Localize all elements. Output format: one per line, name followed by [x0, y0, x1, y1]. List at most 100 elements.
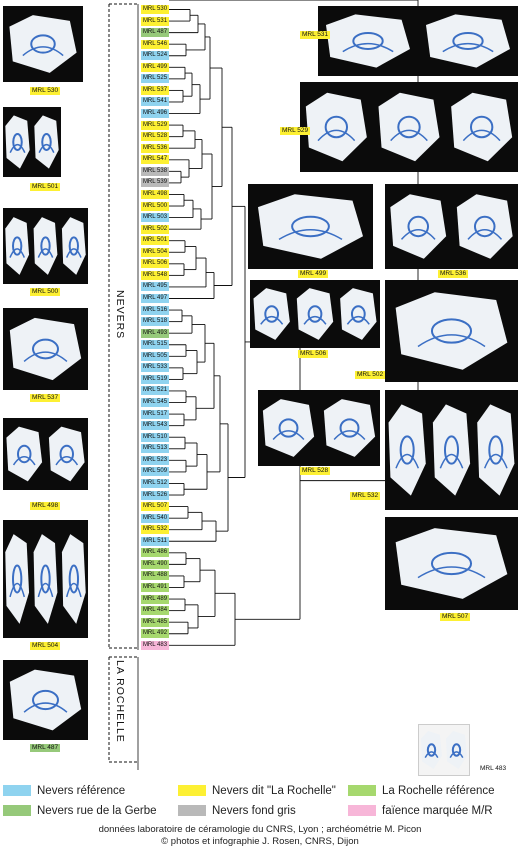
shard-decoration: [488, 435, 504, 465]
faience-shard-image: [5, 115, 59, 169]
photo-caption: MRL 507: [440, 613, 471, 621]
shard-decoration: [390, 129, 428, 142]
sample-label: MRL 524: [141, 51, 169, 61]
sample-label: MRL 512: [141, 478, 169, 488]
faience-shard-image: [421, 731, 467, 769]
shard-decoration: [65, 248, 82, 258]
shard-body: [33, 217, 58, 275]
shard-body: [9, 669, 82, 731]
sample-label: MRL 515: [141, 340, 169, 350]
photo-caption: MRL 504: [30, 642, 61, 650]
shard-decoration: [352, 32, 384, 50]
shard-decoration: [55, 455, 79, 466]
shard-decoration: [400, 228, 436, 240]
sample-label: MRL 529: [141, 120, 169, 130]
faience-shard-image: [326, 14, 510, 68]
sample-label: MRL 532: [141, 525, 169, 535]
shard-decoration: [12, 133, 23, 151]
sample-label: MRL 502: [141, 224, 169, 234]
sample-photo: [385, 390, 518, 510]
shard-decoration: [30, 34, 56, 54]
shard-decoration: [467, 228, 503, 240]
sample-photo: [3, 660, 88, 740]
faience-shard-image: [9, 15, 77, 73]
sample-label: MRL 513: [141, 444, 169, 454]
shard-decoration: [68, 236, 79, 256]
photo-caption: MRL 532: [350, 492, 381, 500]
shard-decoration: [272, 430, 305, 441]
sample-label: MRL 530: [141, 5, 169, 14]
faience-shard-image: [388, 404, 515, 496]
shard-body: [5, 534, 30, 624]
shard-decoration: [37, 248, 54, 258]
legend-swatch: [3, 805, 31, 817]
sample-label: MRL 540: [141, 513, 169, 523]
photo-caption: MRL 529: [280, 127, 311, 135]
sample-label: MRL 489: [141, 594, 169, 604]
photo-caption: MRL 530: [30, 87, 61, 95]
shard-decoration: [260, 315, 284, 325]
shard-decoration: [473, 215, 496, 238]
sample-label: MRL 543: [141, 421, 169, 431]
shard-body: [5, 217, 30, 275]
shard-decoration: [9, 582, 26, 598]
shard-decoration: [9, 143, 26, 153]
sample-label: MRL 536: [141, 143, 169, 153]
shard-decoration: [339, 418, 360, 438]
shard-decoration: [426, 743, 437, 757]
faience-shard-image: [9, 669, 82, 731]
sample-label: MRL 511: [141, 536, 169, 546]
faience-shard-image: [9, 317, 82, 381]
shard-decoration: [278, 418, 299, 438]
faience-shard-image: [395, 292, 508, 370]
sample-label: MRL 507: [141, 502, 169, 512]
legend-label: Nevers dit "La Rochelle": [212, 785, 336, 797]
faience-shard-image: [258, 194, 363, 259]
shard-decoration: [399, 435, 415, 465]
shard-decoration: [407, 215, 430, 238]
shard-body: [390, 194, 447, 259]
shard-decoration: [12, 564, 23, 594]
shard-decoration: [59, 444, 74, 464]
shard-decoration: [439, 453, 464, 469]
shard-body: [9, 317, 82, 381]
legend-item: La Rochelle référence: [348, 784, 495, 798]
legend-label: Nevers référence: [37, 785, 126, 797]
shard-decoration: [9, 248, 26, 258]
shard-decoration: [41, 133, 52, 151]
sample-label: MRL 526: [141, 490, 169, 500]
legend-swatch: [348, 785, 376, 797]
photo-caption: MRL 528: [300, 467, 331, 475]
shard-decoration: [12, 455, 36, 466]
sample-label: MRL 484: [141, 606, 169, 616]
sample-photo: [318, 6, 518, 76]
photo-caption: MRL 536: [438, 270, 469, 278]
shard-body: [446, 731, 467, 769]
photo-caption: MRL 531: [300, 31, 331, 39]
sample-label: MRL 488: [141, 571, 169, 581]
shard-body: [477, 404, 515, 496]
sample-label: MRL 497: [141, 294, 169, 303]
faience-shard-image: [395, 528, 508, 599]
shard-decoration: [12, 236, 23, 256]
sample-label: MRL 493: [141, 328, 169, 338]
legend-swatch: [178, 785, 206, 797]
sample-label: MRL 523: [141, 455, 169, 465]
sample-photo: [3, 6, 83, 82]
sample-label: MRL 491: [141, 583, 169, 592]
sample-photo: [385, 184, 518, 269]
shard-body: [395, 292, 508, 370]
shard-body: [61, 217, 86, 275]
shard-decoration: [424, 751, 439, 758]
shard-decoration: [264, 305, 280, 323]
sample-photo: [250, 280, 380, 348]
sample-label: MRL 518: [141, 317, 169, 327]
sample-label: MRL 528: [141, 132, 169, 142]
legend-item: Nevers référence: [3, 784, 125, 798]
shard-body: [61, 534, 86, 624]
shard-body: [456, 194, 513, 259]
shard-decoration: [395, 453, 420, 469]
shard-body: [48, 426, 85, 482]
credit-line-2: © photos et infographie J. Rosen, CNRS, …: [161, 836, 359, 847]
